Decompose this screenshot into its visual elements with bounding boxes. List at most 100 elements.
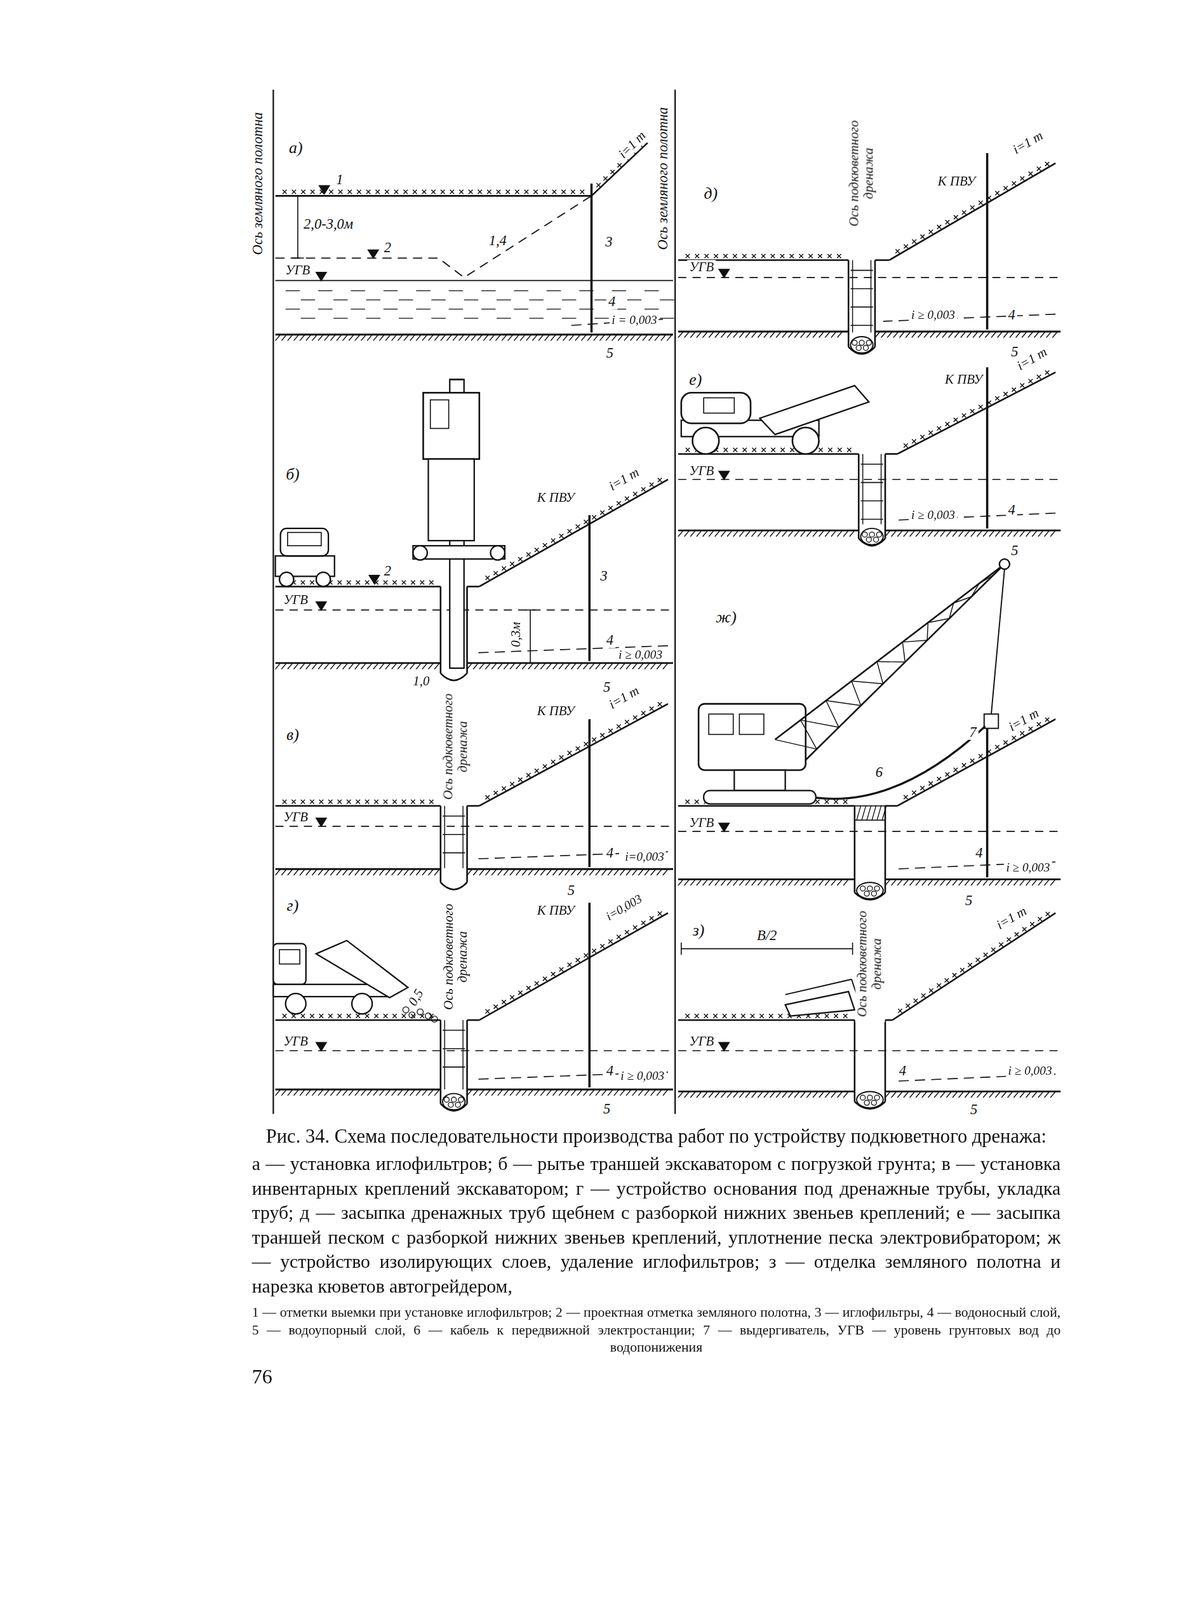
aquiclude-hatch [477,334,483,341]
aquiclude-hatch [464,334,470,341]
aquiclude-hatch [819,878,825,886]
aquiclude-hatch [770,530,776,537]
aquiclude-hatch [521,1089,528,1096]
figure-label: i = 0,003 [609,313,660,328]
aquiclude-hatch [806,1090,812,1098]
aquiclude-hatch [696,878,702,886]
aquiclude-hatch [881,331,887,338]
ground-hatch [616,501,621,505]
water-mark [546,308,561,310]
aquiclude-hatch [595,868,601,876]
aquiclude-hatch [354,1089,361,1096]
figure-label: i=0,003 [622,849,667,863]
aquiclude-hatch [788,878,794,886]
aquiclude-hatch [287,662,293,670]
figure-label: в) [284,725,301,743]
aquiclude-hatch [385,662,391,670]
aquiclude-hatch [583,662,589,670]
ground-hatch [952,972,957,977]
ground-hatch [911,790,916,795]
figure-label: 5 [601,679,613,696]
ground-hatch [624,496,629,501]
aquiclude-hatch [509,662,515,670]
ground-surface [875,259,890,261]
ground-hatch [970,205,975,210]
groundwater-marker [718,1042,729,1051]
aquiclude-hatch [995,530,1001,537]
ground-surface [467,804,480,807]
aquiclude-hatch [727,331,733,338]
aquiclude-hatch [403,334,409,341]
ground-hatch [945,772,950,776]
aquiclude-hatch [638,662,644,670]
ground-hatch [978,200,983,205]
ground-hatch [420,580,425,585]
aquiclude-hatch [733,1090,739,1098]
grader-arm [785,979,852,995]
groundwater-marker [316,272,327,281]
ground-hatch [1028,726,1033,731]
trench-board [852,260,853,333]
water-mark [398,299,413,301]
ground-hatch [337,799,342,804]
water-mark [513,290,528,291]
aquiclude-hatch [970,1090,977,1098]
ground-hatch [920,786,924,790]
aquiclude-hatch [751,530,757,537]
aquiclude-hatch [940,1090,946,1098]
aquiclude-hatch [452,334,458,341]
ground-hatch [694,1013,699,1018]
aquiclude-hatch [275,334,281,341]
aquiclude-hatch [434,868,440,876]
ground-hatch [487,189,491,194]
aquiclude-hatch [467,868,473,876]
ground-hatch [824,799,829,804]
ground-hatch [962,413,966,418]
ground-hatch [732,1013,736,1018]
ground-hatch [600,943,604,948]
trench-strut [850,269,873,272]
figure-label: К ПВУ [534,490,577,505]
aquiclude-hatch [318,662,324,670]
ground-hatch [903,795,908,799]
aquiclude-hatch [503,662,509,670]
aquiclude-hatch [595,662,601,670]
figure-label: Ось земляного полотна [250,109,267,257]
trench-wall [466,805,468,883]
aquiclude-hatch [1038,530,1044,537]
ground-hatch [722,1013,727,1018]
crane-lattice [927,622,928,641]
aquiclude-hatch [348,334,354,341]
crane-lattice [876,661,905,663]
ground-hatch [509,781,514,786]
ground-hatch [328,799,333,804]
aquiclude-hatch [348,868,354,876]
aquiclude-hatch [428,1089,434,1096]
drain-pipe-gravel [850,336,873,354]
ground-hatch [1003,740,1008,745]
ground-hatch [366,189,371,194]
ground-hatch [962,210,966,214]
aquiclude-hatch [1019,878,1025,886]
ground-hatch [608,939,613,943]
aquiclude-hatch [491,1089,497,1096]
ground-hatch [282,189,287,194]
dimension-tick [680,942,682,955]
ground-hatch [542,763,547,768]
ground-hatch [509,995,514,999]
ground-hatch [808,254,813,258]
ground-hatch [440,189,445,194]
aquiclude-hatch [739,878,745,886]
water-mark [464,317,479,319]
ground-hatch [953,417,958,422]
aquiclude-hatch [715,530,721,537]
ground-hatch [929,229,933,234]
ground-hatch [1022,927,1027,931]
aquiclude-hatch [922,530,928,537]
figure-label: 4 [604,844,616,861]
aquiclude-hatch [893,331,899,338]
aquiclude-hatch [788,331,794,338]
ground-hatch [542,189,547,194]
ground-hatch [928,430,933,435]
ground-hatch [962,763,966,768]
